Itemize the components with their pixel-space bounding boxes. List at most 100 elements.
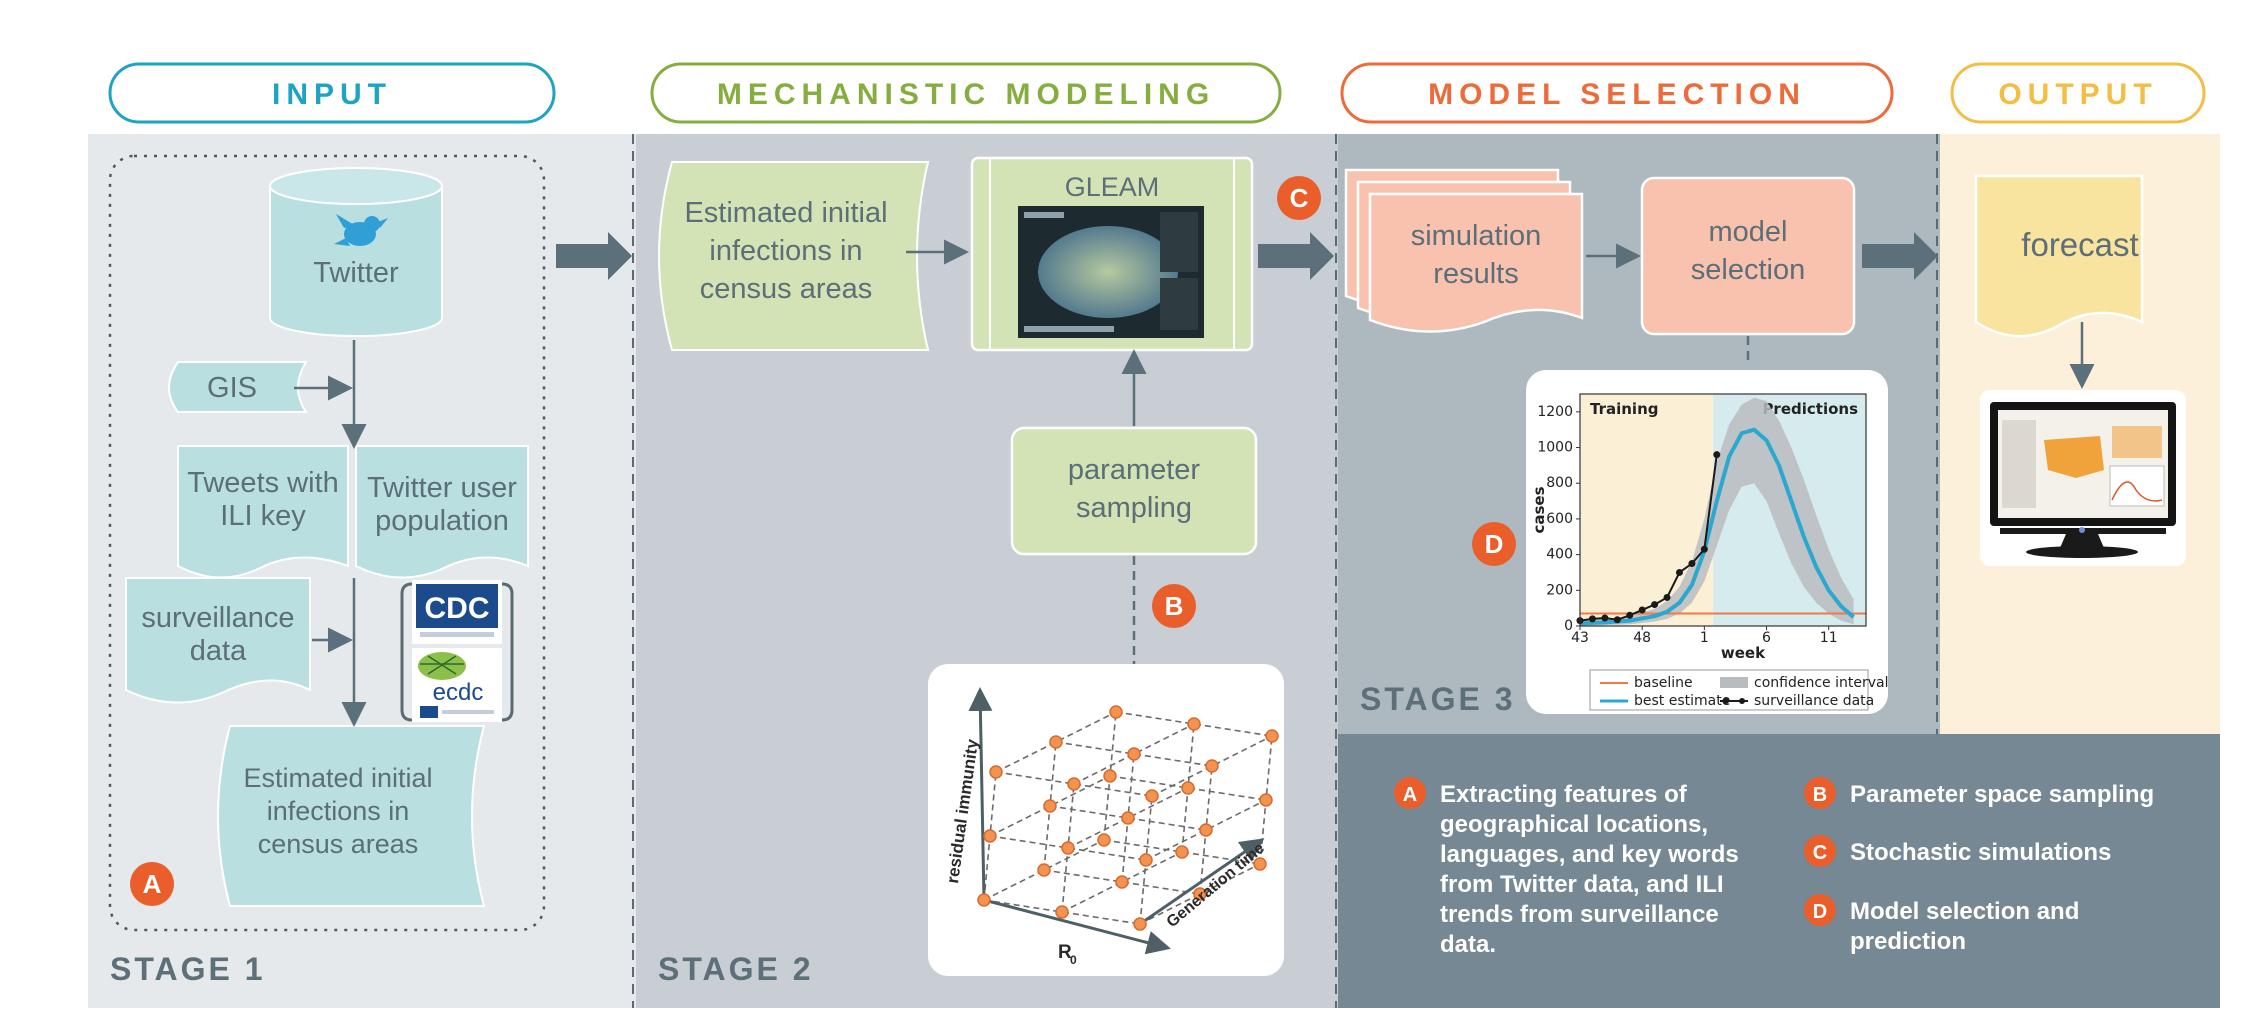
legend-baseline-label: baseline xyxy=(1634,675,1693,691)
chart-legend xyxy=(1589,669,1869,711)
grid-point xyxy=(1121,811,1135,825)
predictions-region-label: Predictions xyxy=(1762,400,1858,418)
surveillance-data-node: surveillance data xyxy=(125,577,311,704)
badge-b-label: B xyxy=(1165,591,1184,621)
forecast-label: forecast xyxy=(2021,226,2138,263)
grid-point xyxy=(1187,717,1201,731)
grid-line xyxy=(995,711,1117,773)
population-label-line2: population xyxy=(375,505,509,537)
surveillance-point xyxy=(1613,616,1621,624)
grid-line xyxy=(1145,799,1267,861)
tweets-label-line1: Tweets with xyxy=(187,467,339,499)
axis-arrow-residual xyxy=(968,687,993,901)
grid-line xyxy=(1061,851,1183,913)
gleam-node: GLEAM xyxy=(970,156,1254,352)
grid-point xyxy=(1103,769,1117,783)
legend-a-line3: languages, and key words xyxy=(1440,841,1739,868)
surveillance-point xyxy=(1713,451,1721,459)
model-selection-line1: model xyxy=(1709,216,1788,248)
grid-point xyxy=(1133,917,1147,931)
legend-best-label: best estimate xyxy=(1634,693,1730,709)
legend-c-text: Stochastic simulations xyxy=(1850,839,2111,866)
stage1-connectors xyxy=(294,340,367,727)
arrow-stage3-to-output xyxy=(1862,232,1938,280)
estimated2-line1: Estimated initial xyxy=(684,197,887,229)
legend-item-a: A Extracting features of geographical lo… xyxy=(1394,777,1739,958)
model-selection-line2: selection xyxy=(1691,254,1805,286)
grid-line xyxy=(1043,869,1201,895)
legend-a-line4: from Twitter data, and ILI xyxy=(1440,871,1724,898)
grid-point xyxy=(1049,735,1063,749)
grid-line xyxy=(1139,863,1261,925)
grid-point xyxy=(989,765,1003,779)
grid-point xyxy=(1109,705,1123,719)
population-label-line1: Twitter user xyxy=(367,472,517,504)
y-tick-label: 400 xyxy=(1546,547,1573,563)
legend-surv-dot xyxy=(1723,698,1729,704)
estimated2-line2: infections in xyxy=(709,235,862,267)
grid-point xyxy=(977,893,991,907)
legend-ci-swatch xyxy=(1720,677,1748,688)
grid-point xyxy=(1265,729,1279,743)
grid-point xyxy=(983,829,997,843)
legend-badge-d: D xyxy=(1813,901,1827,923)
estimated-infections-stage2: Estimated initial infections in census a… xyxy=(658,161,930,351)
surveillance-point xyxy=(1588,615,1596,623)
gleam-screenshot-icon xyxy=(1018,206,1204,338)
grid-point xyxy=(1115,875,1129,889)
x-tick-label: 1 xyxy=(1700,630,1709,646)
x-axis-label: week xyxy=(1721,644,1766,662)
estimated1-line1: Estimated initial xyxy=(243,763,432,793)
badge-a: A xyxy=(130,862,174,906)
best-estimate-line xyxy=(1579,427,1855,626)
y-tick-label: 200 xyxy=(1546,582,1573,598)
param-line2: sampling xyxy=(1076,492,1192,524)
ecdc-globe-icon xyxy=(418,652,466,680)
grid-point xyxy=(1175,845,1189,859)
grid-line xyxy=(1115,711,1273,737)
grid-point xyxy=(1061,841,1075,855)
estimated-infections-stage1: Estimated initial infections in census a… xyxy=(217,725,486,907)
header-model-selection: MODEL SELECTION xyxy=(1340,62,1894,124)
arrow-stage1-to-stage2 xyxy=(556,232,632,280)
estimated1-line3: census areas xyxy=(258,829,419,859)
twitter-population-node: Twitter user population xyxy=(355,445,529,579)
grid-point xyxy=(1037,863,1051,877)
stage1-dotted-frame xyxy=(108,154,546,932)
surveillance-label-line2: data xyxy=(190,635,247,667)
y-tick-label: 600 xyxy=(1546,511,1573,527)
stage1-label: STAGE 1 xyxy=(110,951,266,987)
x-tick-label: 11 xyxy=(1820,630,1838,646)
simulation-results-node: simulation results xyxy=(1344,168,1584,333)
grid-point xyxy=(1145,789,1159,803)
surveillance-point xyxy=(1700,545,1708,553)
legend-b-text: Parameter space sampling xyxy=(1850,781,2154,808)
param-line1: parameter xyxy=(1068,454,1201,486)
agency-logos: CDC ecdc xyxy=(400,580,514,722)
gis-node: GIS xyxy=(168,361,308,413)
training-region-label: Training xyxy=(1590,400,1658,418)
surveillance-point xyxy=(1638,606,1646,614)
grid-point xyxy=(1055,905,1069,919)
grid-point xyxy=(1193,887,1207,901)
surveillance-point xyxy=(1651,601,1659,609)
legend-badge-c: C xyxy=(1813,842,1827,864)
twitter-database: Twitter xyxy=(269,167,443,337)
stage3-label: STAGE 3 xyxy=(1360,681,1516,717)
axis-arrow-generation xyxy=(1139,838,1265,926)
grid-line xyxy=(1109,775,1267,801)
legend-d-line2: prediction xyxy=(1850,928,1966,955)
legend-surv-dot xyxy=(1739,698,1745,704)
grid-point xyxy=(1067,777,1081,791)
x-tick-label: 48 xyxy=(1633,630,1651,646)
legend-item-c: C Stochastic simulations xyxy=(1804,835,2111,867)
header-input: INPUT xyxy=(108,62,556,124)
header-mechanistic-label: MECHANISTIC MODELING xyxy=(717,78,1215,111)
badge-d: D xyxy=(1472,522,1516,566)
header-model-selection-label: MODEL SELECTION xyxy=(1428,78,1806,111)
gis-label: GIS xyxy=(207,372,257,404)
plot-frame xyxy=(1579,393,1867,627)
parameter-sampling-node: parameter sampling xyxy=(1010,426,1258,556)
grid-point xyxy=(1253,857,1267,871)
axis-r0-subscript: 0 xyxy=(1070,953,1077,967)
